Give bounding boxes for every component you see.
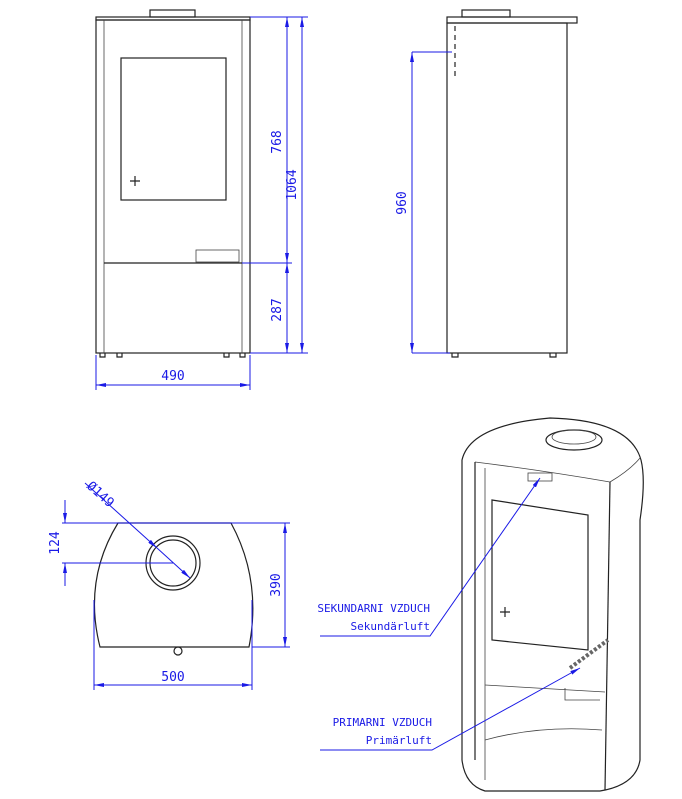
dim-124: 124 — [48, 531, 63, 555]
primary-air-label: PRIMARNI VZDUCH — [333, 716, 432, 729]
side-view: 960 — [395, 9, 578, 358]
top-view: Ø149 124 390 500 — [48, 479, 290, 690]
top-outline — [93, 522, 254, 648]
primary-air-label-de: Primärluft — [366, 734, 432, 747]
stove-body — [95, 19, 251, 354]
dim-1064: 1064 — [285, 169, 300, 200]
perspective-outline — [461, 417, 644, 792]
door-handle-mark — [130, 176, 140, 186]
air-control-slider — [195, 249, 240, 263]
dim-287: 287 — [270, 298, 285, 321]
dim-500: 500 — [161, 670, 184, 685]
secondary-air-label-de: Sekundärluft — [351, 620, 430, 633]
dim-768: 768 — [270, 130, 285, 153]
flue-collar — [149, 9, 196, 18]
dim-390: 390 — [269, 573, 284, 596]
dim-960: 960 — [395, 191, 410, 214]
dim-490: 490 — [161, 369, 184, 384]
door-glass — [120, 57, 227, 201]
perspective-door-glass — [491, 499, 589, 651]
dim-diameter-149: Ø149 — [83, 479, 116, 511]
secondary-air-label: SEKUNDARNI VZDUCH — [317, 602, 430, 615]
perspective-view: SEKUNDARNI VZDUCH Sekundärluft PRIMARNI … — [317, 417, 644, 792]
front-view: 768 287 1064 490 — [95, 9, 308, 390]
feet — [99, 353, 246, 358]
side-body — [446, 22, 568, 354]
